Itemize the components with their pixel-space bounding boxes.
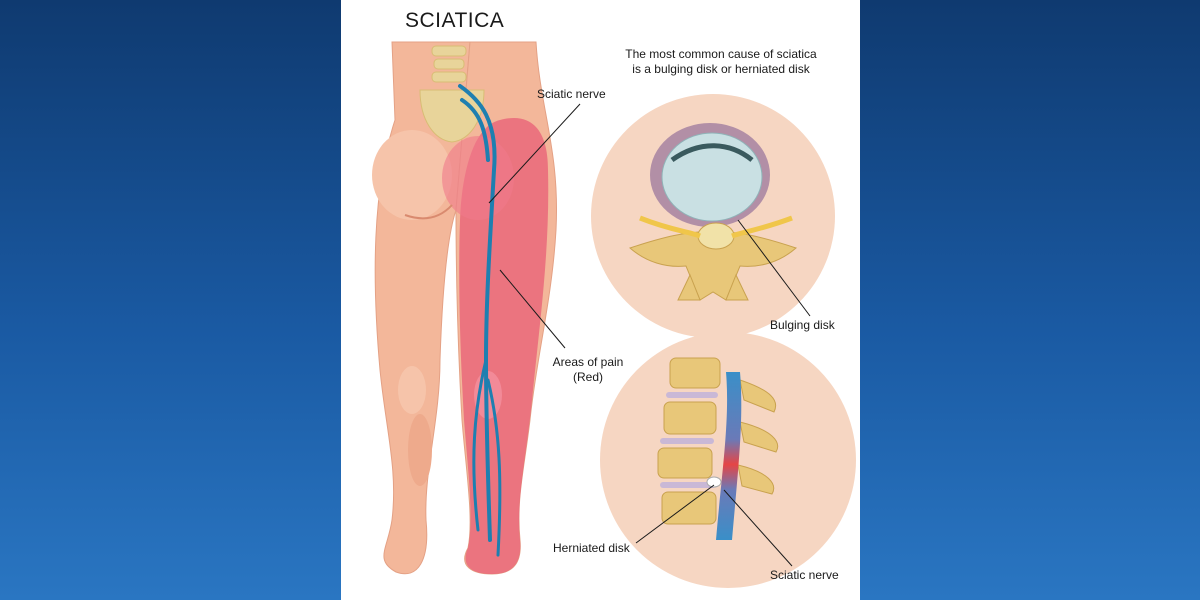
sciatic-nerve-path <box>458 84 502 557</box>
label-bulging-disk: Bulging disk <box>770 318 835 332</box>
caption: The most common cause of sciatica is a b… <box>606 47 836 77</box>
label-herniated-disk: Herniated disk <box>553 541 630 555</box>
herniated-disk-inset <box>600 332 856 588</box>
legs-figure <box>372 41 558 575</box>
label-sciatic-nerve-top: Sciatic nerve <box>537 87 606 101</box>
label-areas-of-pain-line-1: Areas of pain <box>552 355 624 369</box>
leader-lines <box>488 103 811 567</box>
label-sciatic-nerve-bottom: Sciatic nerve <box>770 568 839 582</box>
pain-area <box>459 118 549 575</box>
caption-line-2: is a bulging disk or herniated disk <box>632 62 810 76</box>
label-areas-of-pain-line-2: (Red) <box>572 370 603 384</box>
caption-line-1: The most common cause of sciatica <box>625 47 817 61</box>
bulging-disk-inset <box>591 94 835 338</box>
label-areas-of-pain: Areas of pain (Red) <box>533 355 643 385</box>
diagram-title: SCIATICA <box>405 9 505 32</box>
